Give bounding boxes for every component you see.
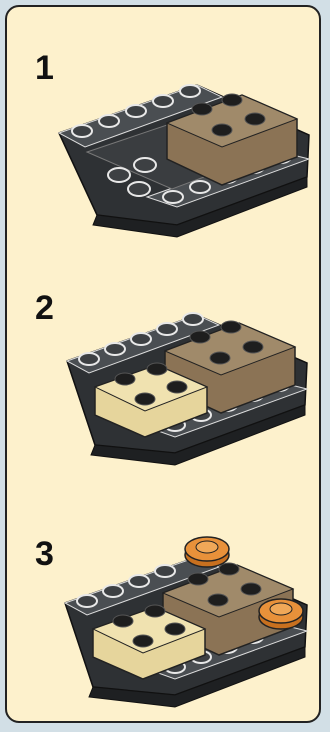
step-2-illustration [7,269,323,479]
step-1-illustration [7,27,323,247]
instruction-panel: 1 [5,5,321,723]
orange-round-plate-right [259,599,303,629]
step-1: 1 [7,27,323,247]
orange-round-plate-top [185,537,229,567]
step-3-illustration [7,507,323,717]
step-3: 3 [7,507,323,717]
step-2: 2 [7,269,323,479]
